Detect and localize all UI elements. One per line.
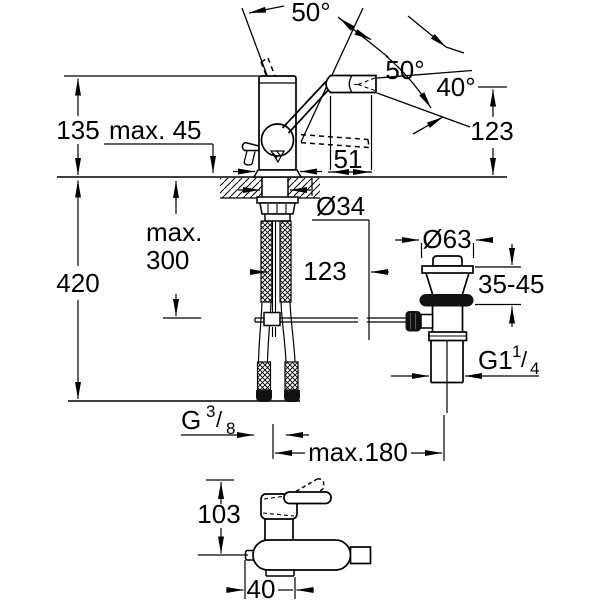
- rod-knob-ridges: [410, 313, 416, 329]
- shank-washer: [256, 196, 299, 204]
- hose-max-value: 300: [146, 245, 189, 275]
- deck-max-label: max. 45: [109, 115, 202, 145]
- waste-thread-label: G1 1 / 4: [478, 333, 539, 378]
- tilt-arc-upper-tail: [445, 46, 465, 54]
- clamp-range-label: 35-45: [478, 269, 545, 299]
- deck-hatch-left: [220, 178, 262, 198]
- lever-stem-edge-1: [281, 80, 327, 129]
- top-swing-leader-arrow: [248, 5, 285, 14]
- aerator-top: [349, 546, 372, 565]
- rod-clamp: [263, 311, 281, 327]
- aerator-cone-dashed: [351, 77, 376, 92]
- spray-tilt-label: 40°: [436, 72, 475, 102]
- height420-label: 420: [56, 268, 99, 298]
- side-view: 50° 50° 40° 123 135 max. 45 51 Ø34: [56, 0, 514, 438]
- hose-right-end: [284, 361, 299, 391]
- spray-fan-upper-line: [376, 69, 473, 79]
- rod-reach-label: max.180: [308, 437, 408, 467]
- hose-right-curve: [280, 301, 296, 363]
- lever-up-construction-line: [241, 7, 269, 79]
- tilt-arrow-lower: [412, 116, 444, 135]
- shank-nut-ridges: [267, 204, 287, 213]
- spout-height-label: 123: [470, 116, 513, 146]
- waste-dia-label: Ø63: [422, 224, 471, 254]
- spray-nozzle: [241, 141, 260, 152]
- height135-label: 135: [56, 115, 99, 145]
- lever-grip-bar: [325, 74, 377, 94]
- spray-nozzle-tip: [243, 150, 256, 166]
- hose-right-connector: [284, 390, 300, 402]
- rod-knob: [405, 311, 421, 332]
- hose-left-connector: [256, 390, 272, 402]
- pop-up-rod-horizontal: [254, 317, 406, 323]
- top-view: 103 40: [197, 478, 372, 600]
- rod-offset-label: 123: [303, 256, 346, 286]
- valve-cap: [432, 255, 463, 267]
- grip-divider: [348, 75, 353, 93]
- pop-up-rod-vertical: [271, 221, 277, 337]
- hose-left-curve: [257, 301, 272, 363]
- valve-flange: [421, 265, 474, 274]
- ball-wedge: [269, 150, 286, 164]
- waste-valve-view: Ø63 35-45 G1 1 / 4: [272, 224, 545, 467]
- lever-grip-top: [283, 491, 332, 505]
- swing-arrow-upper: [339, 17, 355, 32]
- valve-taper: [425, 272, 470, 295]
- swing-arrow-lower: [354, 29, 372, 41]
- spray-fan-lower-line: [376, 92, 471, 128]
- hose-thread-label: G 3 / 8: [181, 393, 235, 438]
- rod-knob-block: [420, 313, 434, 329]
- hole-dia-label: Ø34: [316, 191, 365, 221]
- hose-max-word: max.: [146, 217, 202, 247]
- spout-swing-label: 50°: [385, 55, 424, 85]
- top-swing-label: 50°: [291, 0, 330, 27]
- ball-joint: [260, 123, 295, 157]
- hose-right-braided: [279, 220, 292, 303]
- body-hidden-tab: [265, 570, 295, 577]
- reach-label: 51: [334, 144, 363, 174]
- valve-seal-ring: [419, 294, 474, 307]
- shank-collar: [264, 213, 291, 222]
- spout-body-top: [252, 539, 352, 571]
- lever-stem-edge-2: [287, 85, 333, 134]
- hose-left-end: [256, 361, 272, 391]
- hose-left-braided: [260, 220, 273, 303]
- tilt-arc-mid: [385, 55, 432, 109]
- depth-label: 103: [197, 499, 240, 529]
- base-flare: [252, 169, 303, 178]
- body-neck-top: [264, 519, 294, 540]
- tilt-arc-upper: [407, 15, 447, 48]
- offset-label: 40: [247, 574, 276, 600]
